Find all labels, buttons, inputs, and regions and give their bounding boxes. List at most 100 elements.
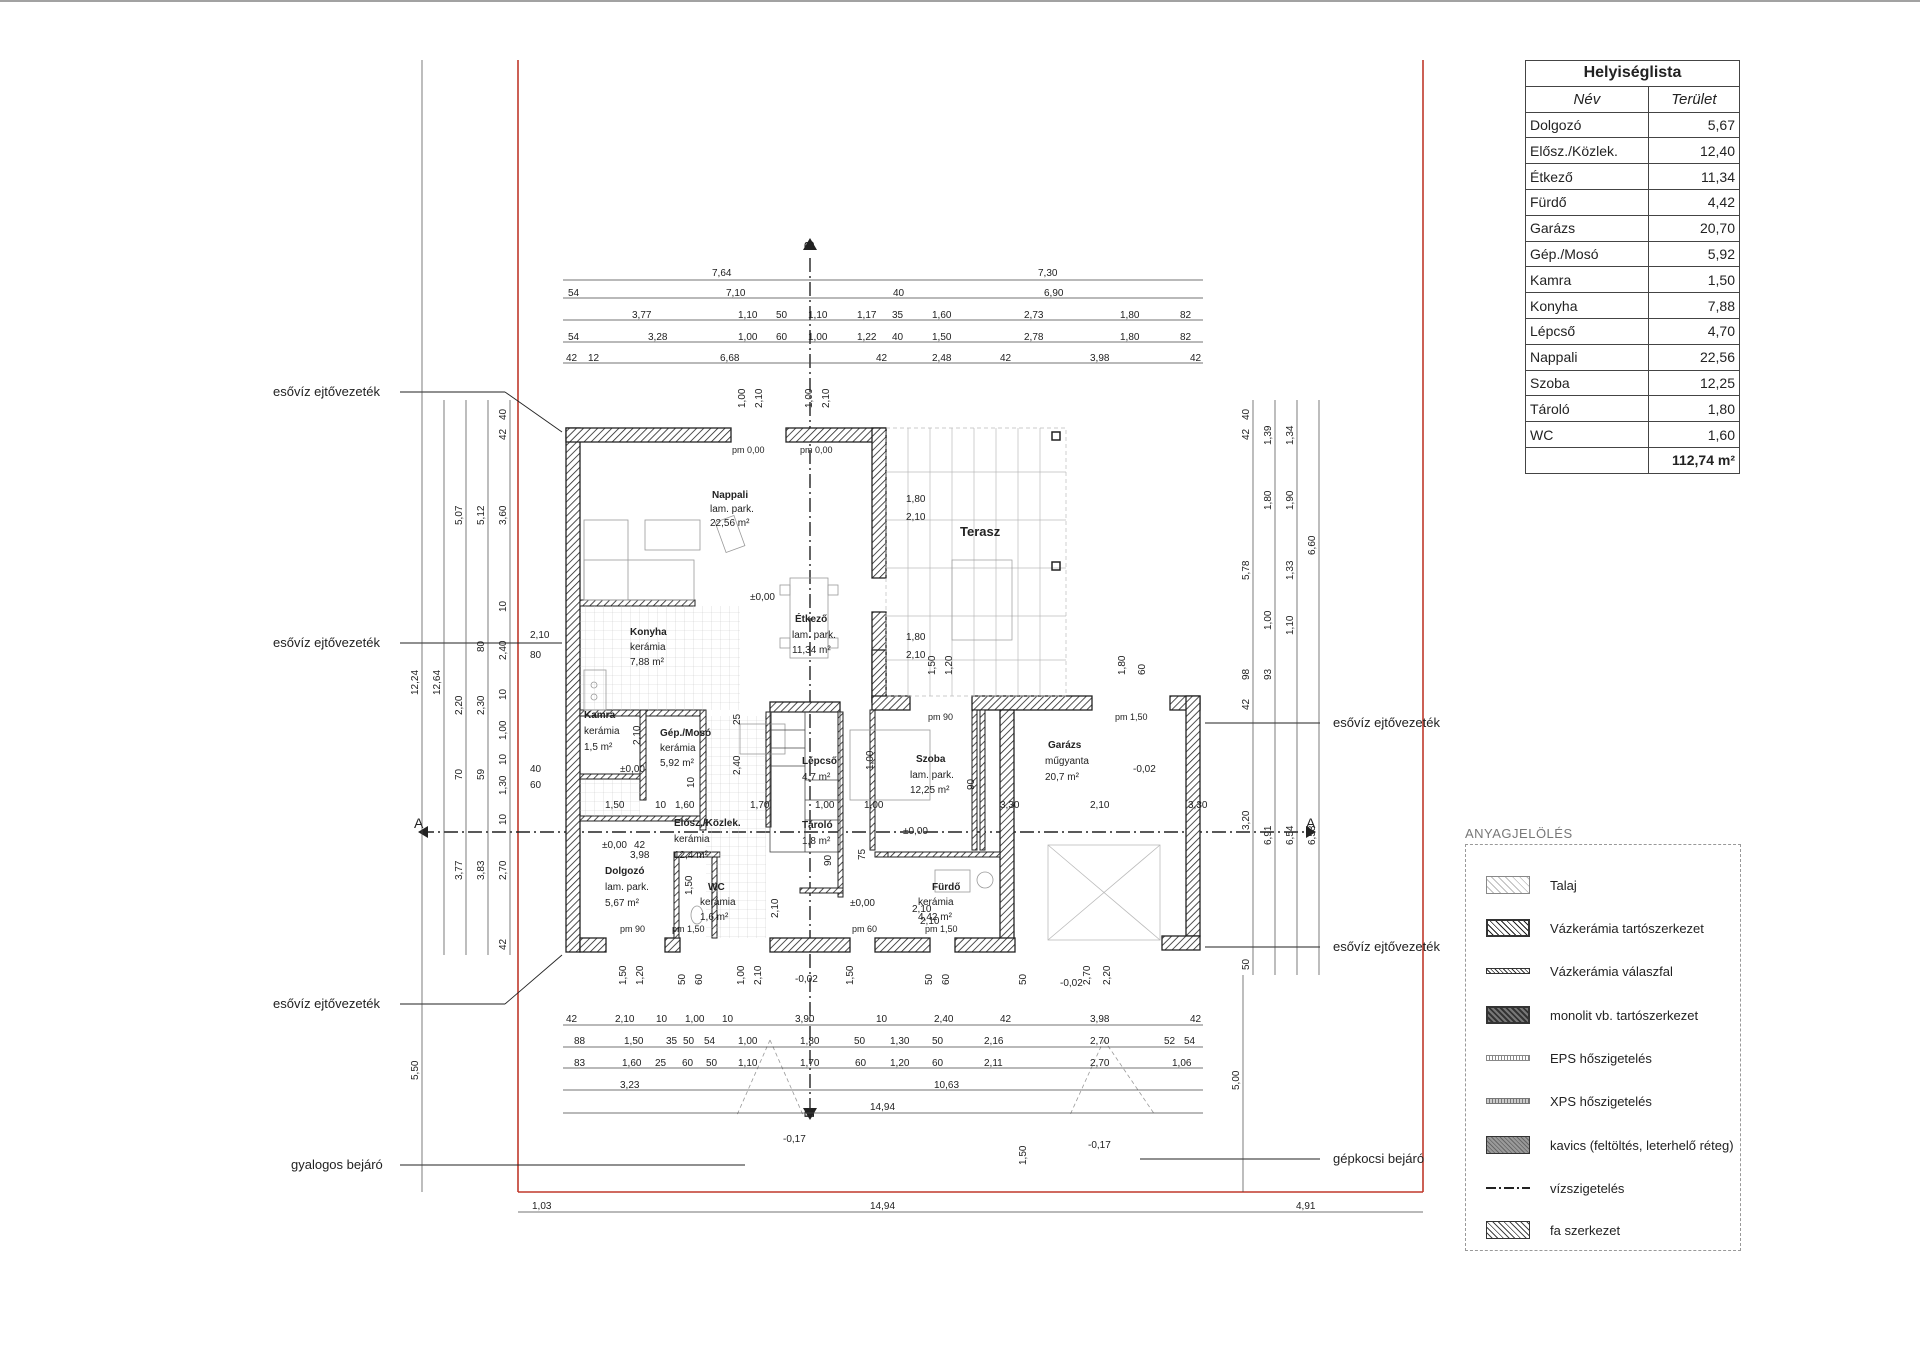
room-name: Kamra	[584, 710, 616, 721]
dim-text: 3,83	[476, 860, 487, 880]
level-mark: pm 0,00	[732, 445, 765, 455]
dim-text: 10,63	[934, 1080, 959, 1091]
dim-text: 1,80	[1120, 310, 1140, 321]
dim-text: 1,10	[1285, 615, 1296, 635]
dim-text: 2,48	[932, 353, 952, 364]
dim-text: 2,10	[920, 916, 940, 927]
room-name: Nappali	[1525, 343, 1649, 371]
dim-text: 2,78	[1024, 332, 1044, 343]
dim-text: 1,50	[684, 875, 695, 895]
room-area: 20,70	[1647, 214, 1741, 242]
room-floor: lam. park.	[910, 770, 954, 781]
room-floor: kerámia	[630, 642, 666, 653]
dim-text: 3,60	[498, 505, 509, 525]
callout-rain-1	[400, 391, 563, 433]
dim-text: 7,10	[726, 288, 746, 299]
legend-swatch	[1486, 1055, 1530, 1061]
dim-text: 54	[1184, 1036, 1196, 1047]
dim-text: 3,28	[648, 332, 668, 343]
level-mark: pm 60	[852, 924, 877, 934]
room-area: 7,88 m²	[630, 657, 665, 668]
dim-text: 59	[476, 768, 487, 780]
room-szoba: Szoba lam. park. 12,25 m²	[910, 754, 954, 796]
legend-label: Vázkerámia válaszfal	[1550, 963, 1673, 979]
room-name: Tároló	[1525, 395, 1649, 423]
dim-text: 1,22	[857, 332, 877, 343]
legend-item-talaj: Talaj	[1486, 875, 1577, 895]
level-mark: -0,17	[1088, 1140, 1111, 1151]
dim-text: 1,00	[815, 800, 835, 811]
room-area: 4,70	[1647, 317, 1741, 345]
callout-rain-pipe-5: esővíz ejtővezeték	[1333, 939, 1440, 954]
room-area: 5,67 m²	[605, 898, 640, 909]
legend-label: Vázkerámia tartószerkezet	[1550, 920, 1704, 936]
total-area: 112,74 m²	[1647, 446, 1741, 474]
dim-text: 1,70	[750, 800, 770, 811]
dim-text: 40	[893, 288, 905, 299]
dim-text: 1,00	[738, 1036, 758, 1047]
dim-text: 40	[498, 408, 509, 420]
dim-text: 10	[498, 753, 509, 765]
dim-text: 6,53	[1307, 825, 1318, 845]
room-name: Gép./Mosó	[1525, 240, 1649, 268]
dim-text: 50	[932, 1036, 944, 1047]
dim-text: 6,54	[1285, 825, 1296, 845]
dim-text: 88	[574, 1036, 586, 1047]
section-markers: B B A A	[414, 238, 1316, 1120]
callout-rain-3	[400, 954, 563, 1005]
dim-text: 6,68	[720, 353, 740, 364]
dim-text: 42	[1190, 353, 1202, 364]
legend-item-kavics: kavics (feltöltés, leterhelő réteg)	[1486, 1135, 1734, 1155]
dim-text: 1,80	[906, 494, 926, 505]
dim-text: 10	[722, 1014, 734, 1025]
legend-item-valaszfal: Vázkerámia válaszfal	[1486, 961, 1673, 981]
dim-text: 1,10	[808, 310, 828, 321]
dim-text: 25	[732, 713, 743, 725]
legend-label: monolit vb. tartószerkezet	[1550, 1007, 1699, 1023]
dim-text: 60	[1137, 663, 1148, 675]
dim-text: 1,80	[800, 1036, 820, 1047]
room-kamra: Kamra kerámia 1,5 m²	[584, 710, 620, 753]
dim-text: 83	[574, 1058, 586, 1069]
dim-text: 2,70	[1082, 965, 1093, 985]
room-name: Lépcső	[1525, 317, 1649, 345]
legend-item-xps: XPS hőszigetelés	[1486, 1091, 1652, 1111]
room-area: 12,4 m²	[674, 850, 709, 861]
level-mark: ±0,00	[620, 764, 645, 775]
dim-text: 1,00	[736, 965, 747, 985]
material-legend: Talaj Vázkerámia tartószerkezet Vázkerám…	[1465, 844, 1741, 1251]
room-floor: lam. park.	[710, 504, 754, 515]
room-name: Tároló	[802, 820, 833, 831]
level-mark: -0,17	[783, 1134, 806, 1145]
dim-text: 3,23	[620, 1080, 640, 1091]
dim-text: 40	[892, 332, 904, 343]
dim-text: 1,50	[1018, 1145, 1029, 1165]
dim-text: 1,60	[932, 310, 952, 321]
dim-text: 1,03	[532, 1201, 552, 1212]
room-area: 22,56 m²	[710, 518, 750, 529]
dim-text: 1,00	[865, 750, 876, 770]
dim-text: 1,50	[618, 965, 629, 985]
dim-text: 6,90	[1044, 288, 1064, 299]
room-area: 4,7 m²	[802, 772, 831, 783]
dim-text: 12	[588, 353, 600, 364]
room-name: Kamra	[1525, 266, 1649, 294]
level-mark: ±0,00	[750, 592, 775, 603]
dim-text: 75	[857, 848, 868, 860]
room-name: Gép./Mosó	[660, 728, 711, 739]
room-area: 20,7 m²	[1045, 772, 1080, 783]
dim-text: 50	[677, 973, 688, 985]
dim-text: 2,73	[1024, 310, 1044, 321]
section-label-a-left: A	[414, 815, 424, 831]
dim-text: 80	[530, 650, 542, 661]
dim-text: 14,94	[870, 1201, 895, 1212]
dimension-lines	[421, 60, 1423, 1213]
legend-label: fa szerkezet	[1550, 1222, 1621, 1238]
level-mark: pm 1,50	[925, 924, 958, 934]
dim-text: 1,50	[845, 965, 856, 985]
dim-text: 42	[1190, 1014, 1202, 1025]
col-header-name: Név	[1525, 85, 1649, 113]
